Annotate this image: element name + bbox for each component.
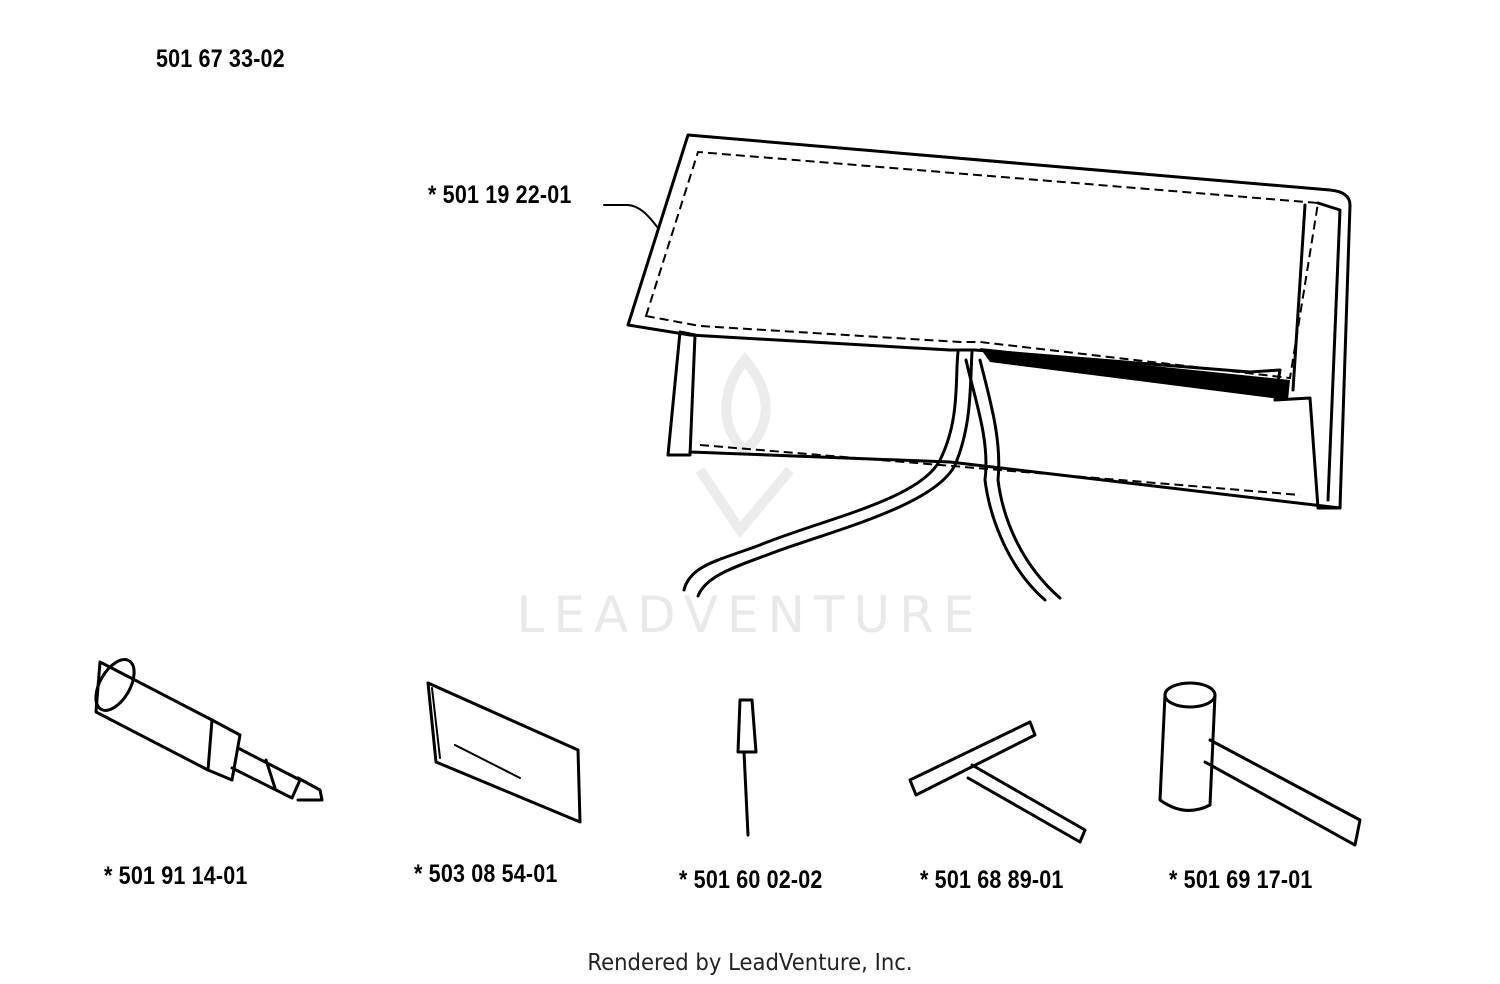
part-label-tool-5: * 501 69 17-01 bbox=[1169, 866, 1313, 894]
tool-4-drawing bbox=[908, 720, 1087, 844]
tool-3-drawing bbox=[736, 698, 758, 837]
assembly-number: 501 67 33-02 bbox=[156, 45, 285, 73]
rendered-by-footer: Rendered by LeadVenture, Inc. bbox=[587, 950, 913, 976]
part-label-tool-2: * 503 08 54-01 bbox=[414, 860, 558, 888]
part-label-tool-4: * 501 68 89-01 bbox=[920, 866, 1064, 894]
part-label-tool-1: * 501 91 14-01 bbox=[104, 862, 248, 890]
tool-pouch-drawing bbox=[626, 133, 1352, 602]
part-label-tool-3: * 501 60 02-02 bbox=[679, 866, 823, 894]
watermark-text: LEADVENTURE bbox=[516, 586, 984, 644]
tool-1-drawing bbox=[94, 658, 324, 802]
watermark-logo bbox=[695, 352, 794, 539]
tool-2-drawing bbox=[426, 681, 582, 824]
part-label-pouch: * 501 19 22-01 bbox=[428, 181, 572, 209]
pouch-leader-line bbox=[603, 204, 659, 229]
tool-5-drawing bbox=[1158, 681, 1362, 847]
